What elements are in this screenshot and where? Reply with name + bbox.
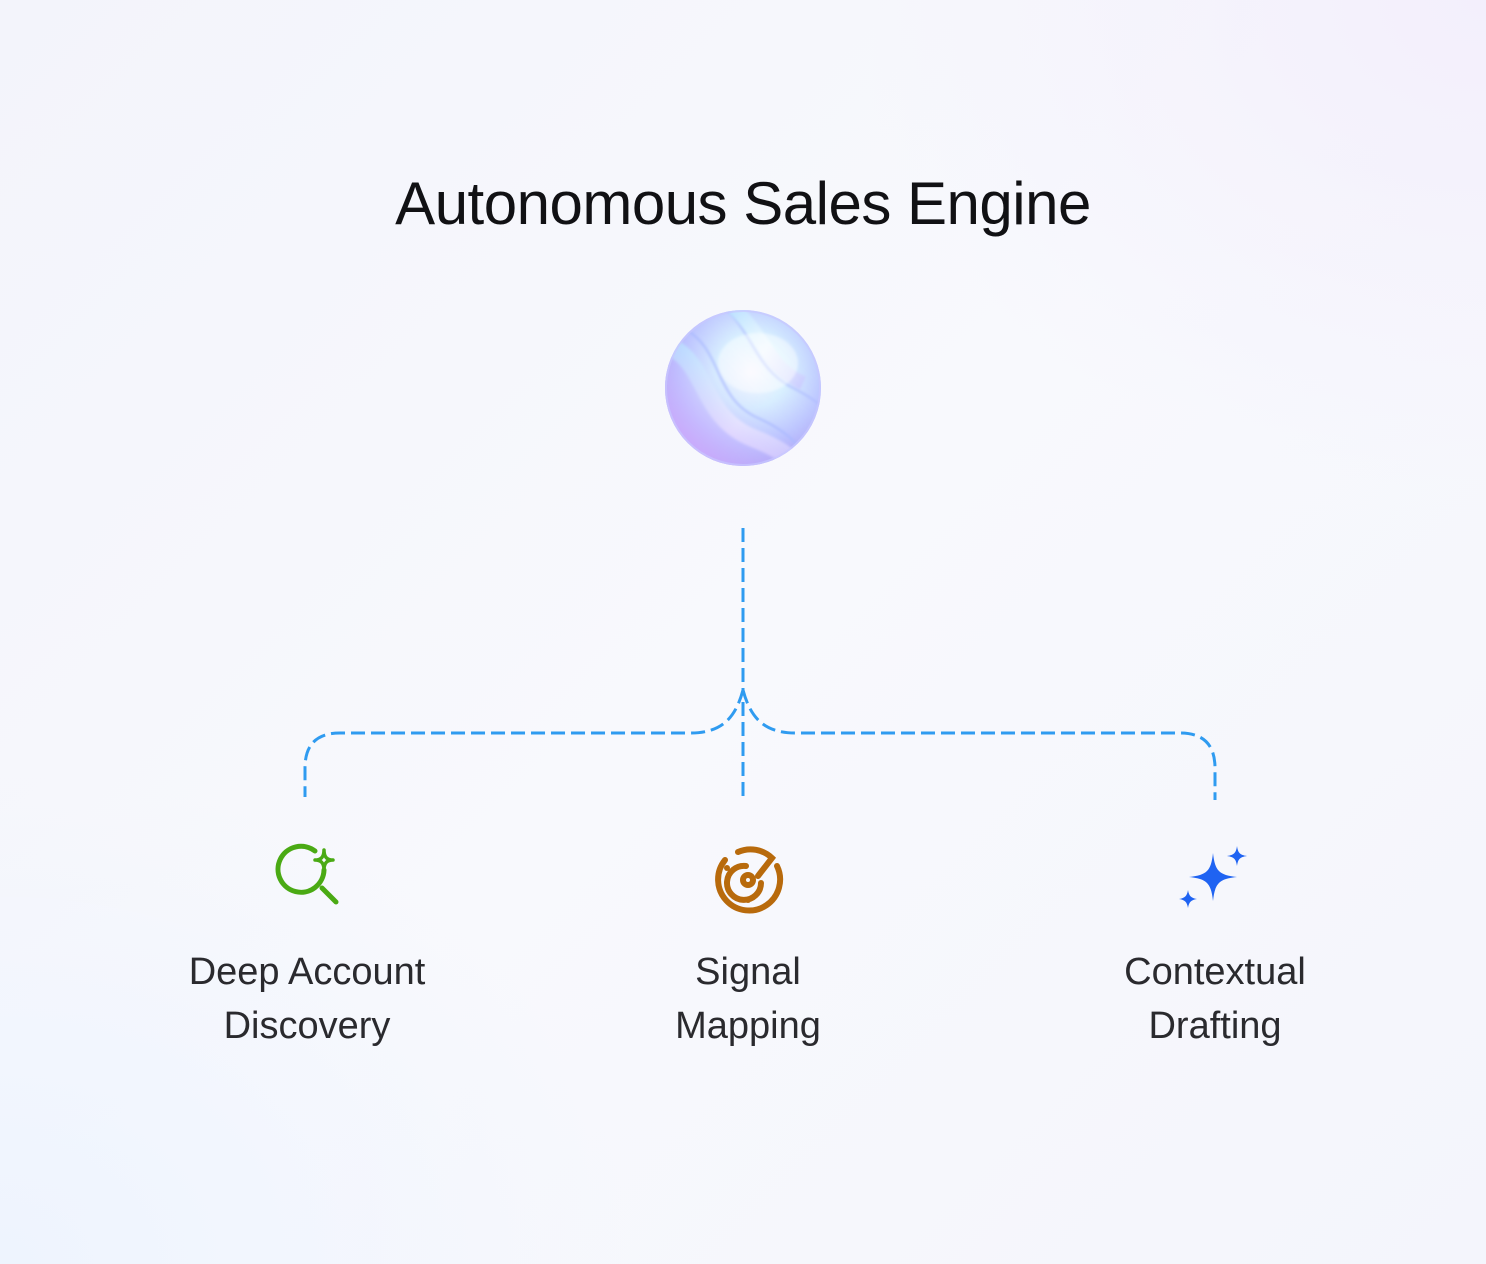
node-label-line2: Mapping xyxy=(675,1005,821,1047)
sparkles-icon xyxy=(1179,846,1247,908)
node-signal-mapping: Signal Mapping xyxy=(578,838,918,1053)
node-label-line1: Contextual xyxy=(1124,951,1306,993)
node-label-line2: Drafting xyxy=(1148,1005,1282,1047)
node-contextual-drafting: Contextual Drafting xyxy=(1045,838,1385,1053)
gradient-orb-icon xyxy=(663,308,823,468)
search-sparkle-icon xyxy=(275,843,339,905)
node-label-line2: Discovery xyxy=(223,1005,391,1047)
diagram-title: Autonomous Sales Engine xyxy=(395,170,1091,237)
node-label-line1: Deep Account xyxy=(188,951,426,993)
node-label-line1: Signal xyxy=(695,951,801,993)
radar-icon xyxy=(715,846,784,914)
node-deep-account-discovery: Deep Account Discovery xyxy=(137,838,477,1053)
